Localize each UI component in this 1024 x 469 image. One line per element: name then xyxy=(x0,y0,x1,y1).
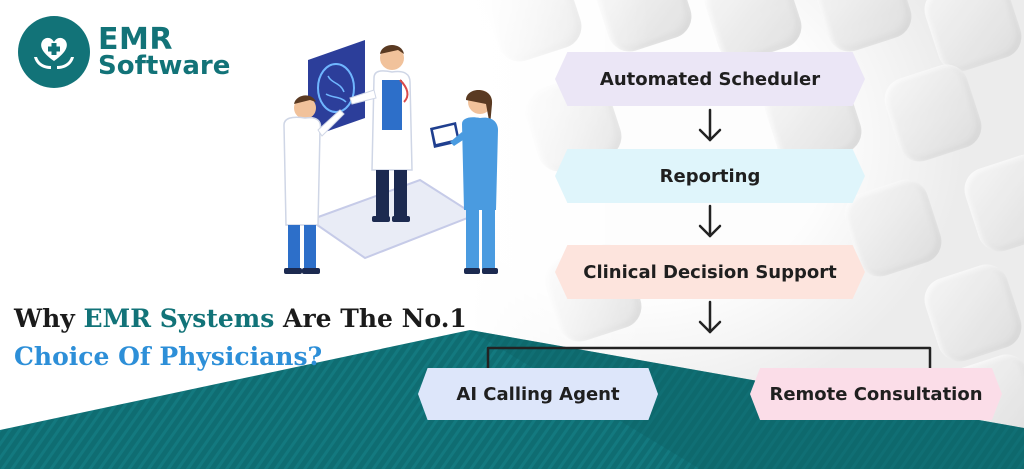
logo-text-software: Software xyxy=(98,50,231,81)
heart-in-hands-icon xyxy=(18,16,90,88)
emr-software-logo[interactable]: EMR Software xyxy=(18,16,230,88)
flow-step-clinical-decision-support: Clinical Decision Support xyxy=(555,245,865,299)
doctors-illustration xyxy=(283,40,498,274)
logo-text-emr: EMR xyxy=(98,21,173,57)
flow-branch-ai-calling-agent: AI Calling Agent xyxy=(418,368,658,420)
flow-step-reporting: Reporting xyxy=(555,149,865,203)
page-heading: Why EMR Systems Are The No.1 Choice Of P… xyxy=(14,300,467,376)
heading-line-physicians: Choice Of Physicians? xyxy=(14,342,323,371)
flow-branch-remote-consultation: Remote Consultation xyxy=(750,368,1002,420)
heading-part-emr-systems: EMR Systems xyxy=(83,304,275,333)
heading-part-no1: Are The No.1 xyxy=(274,304,467,333)
heading-part-why: Why xyxy=(14,304,84,333)
flow-step-automated-scheduler: Automated Scheduler xyxy=(555,52,865,106)
